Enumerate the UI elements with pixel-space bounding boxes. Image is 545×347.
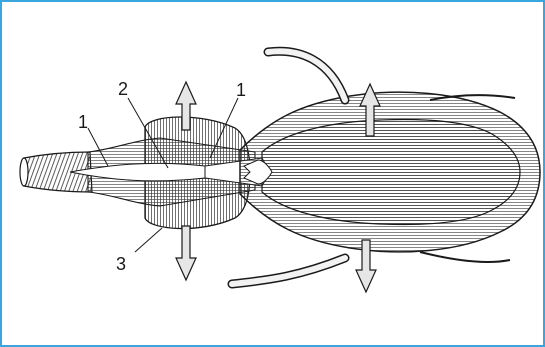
label-2: 2 xyxy=(118,79,128,99)
arrow-down-left-icon xyxy=(176,226,196,280)
main-body xyxy=(240,92,540,252)
label-1-left: 1 xyxy=(78,112,88,132)
label-3: 3 xyxy=(116,254,126,274)
label-1-right: 1 xyxy=(236,80,246,100)
